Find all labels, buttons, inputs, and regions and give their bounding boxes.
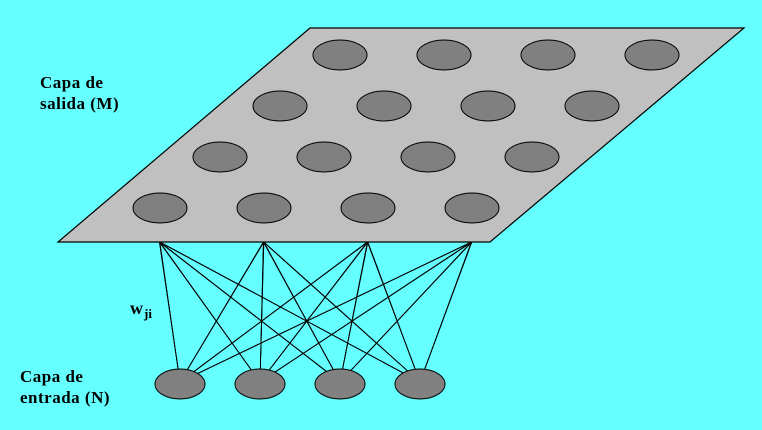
weight-connection	[339, 241, 369, 383]
weight-connection	[367, 241, 421, 383]
output-neuron	[504, 141, 560, 173]
weight-connection	[159, 241, 181, 383]
weight-connection	[259, 241, 473, 383]
output-neuron	[312, 39, 368, 71]
input-neuron	[234, 368, 286, 400]
weight-symbol: w	[130, 298, 143, 318]
output-neuron	[624, 39, 680, 71]
weight-connection	[259, 241, 369, 383]
weight-subscript: ji	[144, 306, 152, 321]
output-layer-label-line1: Capa de	[40, 73, 104, 92]
output-neuron	[460, 90, 516, 122]
output-neuron	[356, 90, 412, 122]
input-neuron	[394, 368, 446, 400]
weight-connection	[159, 241, 341, 383]
output-layer-plane	[56, 27, 746, 243]
weight-connection	[419, 241, 473, 383]
output-neuron	[416, 39, 472, 71]
connections-group	[158, 241, 473, 383]
output-neuron	[252, 90, 308, 122]
output-neuron	[400, 141, 456, 173]
weight-connection	[339, 241, 473, 383]
weight-connection	[263, 241, 421, 383]
output-neuron	[564, 90, 620, 122]
output-layer-label-line2: salida (M)	[40, 94, 120, 113]
output-neuron	[520, 39, 576, 71]
weight-connection	[179, 241, 473, 383]
output-neuron	[444, 192, 500, 224]
input-neuron	[154, 368, 206, 400]
weight-connection	[263, 241, 341, 383]
weight-connection	[259, 241, 265, 383]
weight-connection	[159, 241, 421, 383]
output-neuron	[192, 141, 248, 173]
weight-connection	[179, 241, 265, 383]
output-neuron	[296, 141, 352, 173]
input-layer-label-line2: entrada (N)	[20, 388, 111, 407]
weight-connection	[159, 241, 261, 383]
input-layer-label-line1: Capa de	[20, 367, 84, 386]
weight-label: wji	[130, 298, 152, 324]
input-neurons-group	[154, 368, 446, 400]
input-layer-label: Capa de entrada (N)	[20, 366, 110, 408]
output-layer-label: Capa de salida (M)	[40, 72, 119, 114]
output-neuron	[340, 192, 396, 224]
weight-connection	[179, 241, 369, 383]
output-neurons-group	[132, 39, 680, 224]
output-neuron	[236, 192, 292, 224]
output-neuron	[132, 192, 188, 224]
input-neuron	[314, 368, 366, 400]
